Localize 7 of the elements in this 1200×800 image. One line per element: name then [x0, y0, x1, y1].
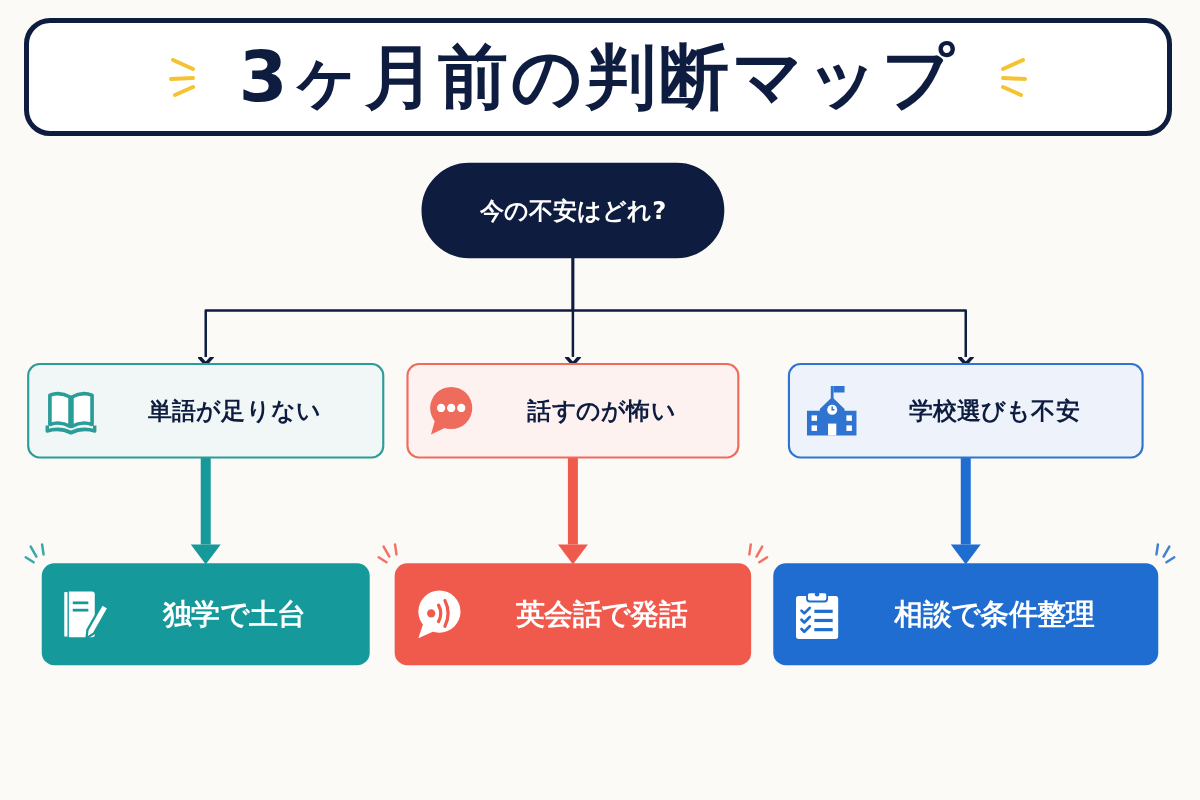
node-box: 話すのが怖い [406, 363, 740, 459]
title: 3ヶ月前の判断マップ [238, 36, 958, 118]
node-box: 英会話で発話 [394, 563, 752, 666]
node-box: 独学で土台 [41, 563, 370, 666]
node-box: 学校選びも不安 [787, 363, 1144, 459]
node-box: 単語が足りない [27, 363, 385, 459]
node-box: 相談で条件整理 [773, 563, 1159, 666]
